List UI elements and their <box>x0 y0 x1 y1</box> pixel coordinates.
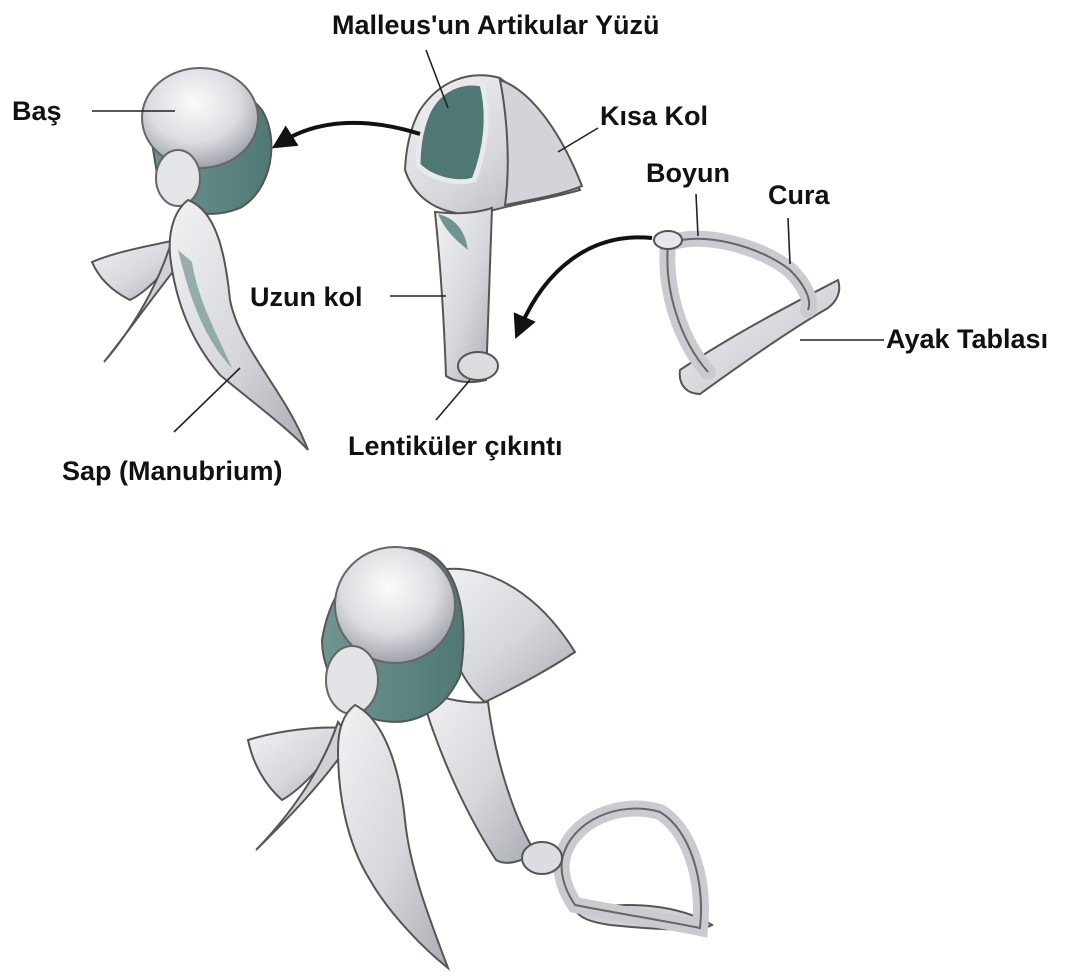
label-short-process: Kısa Kol <box>600 103 708 130</box>
malleus-head <box>142 68 258 168</box>
incus-articular-surface <box>418 83 486 182</box>
incus-lenticular-process <box>458 352 498 380</box>
malleus-handle <box>170 200 308 450</box>
malleus-drawing <box>92 68 308 450</box>
stapes-head <box>654 231 682 249</box>
leader-handle <box>174 368 240 432</box>
label-footplate: Ayak Tablası <box>886 326 1048 353</box>
assembled-incus-long-process <box>420 690 535 863</box>
label-articular-surface: Malleus'un Artikular Yüzü <box>332 12 659 39</box>
label-head: Baş <box>12 98 62 125</box>
label-long-process: Uzun kol <box>250 284 363 311</box>
leader-crus <box>788 218 790 264</box>
arrow-stapes-to-incus <box>520 237 652 328</box>
leader-short-process <box>558 128 598 152</box>
assembled-malleus-handle <box>338 705 448 968</box>
stapes-drawing <box>654 231 839 394</box>
malleus-neck <box>156 150 200 206</box>
label-handle: Sap (Manubrium) <box>62 458 283 485</box>
leader-neck <box>696 194 698 236</box>
assembled-ossicles-drawing <box>248 547 712 968</box>
label-lenticular-process: Lentiküler çıkıntı <box>348 433 563 460</box>
label-crus: Cura <box>768 182 830 209</box>
incus-short-process <box>500 80 582 205</box>
leader-lenticular <box>436 380 470 420</box>
assembled-malleus-neck <box>326 646 378 714</box>
label-neck: Boyun <box>646 160 730 187</box>
incus-drawing <box>405 75 582 382</box>
arrow-incus-to-malleus <box>282 123 420 142</box>
assembled-incudostapedial-joint <box>522 842 562 874</box>
